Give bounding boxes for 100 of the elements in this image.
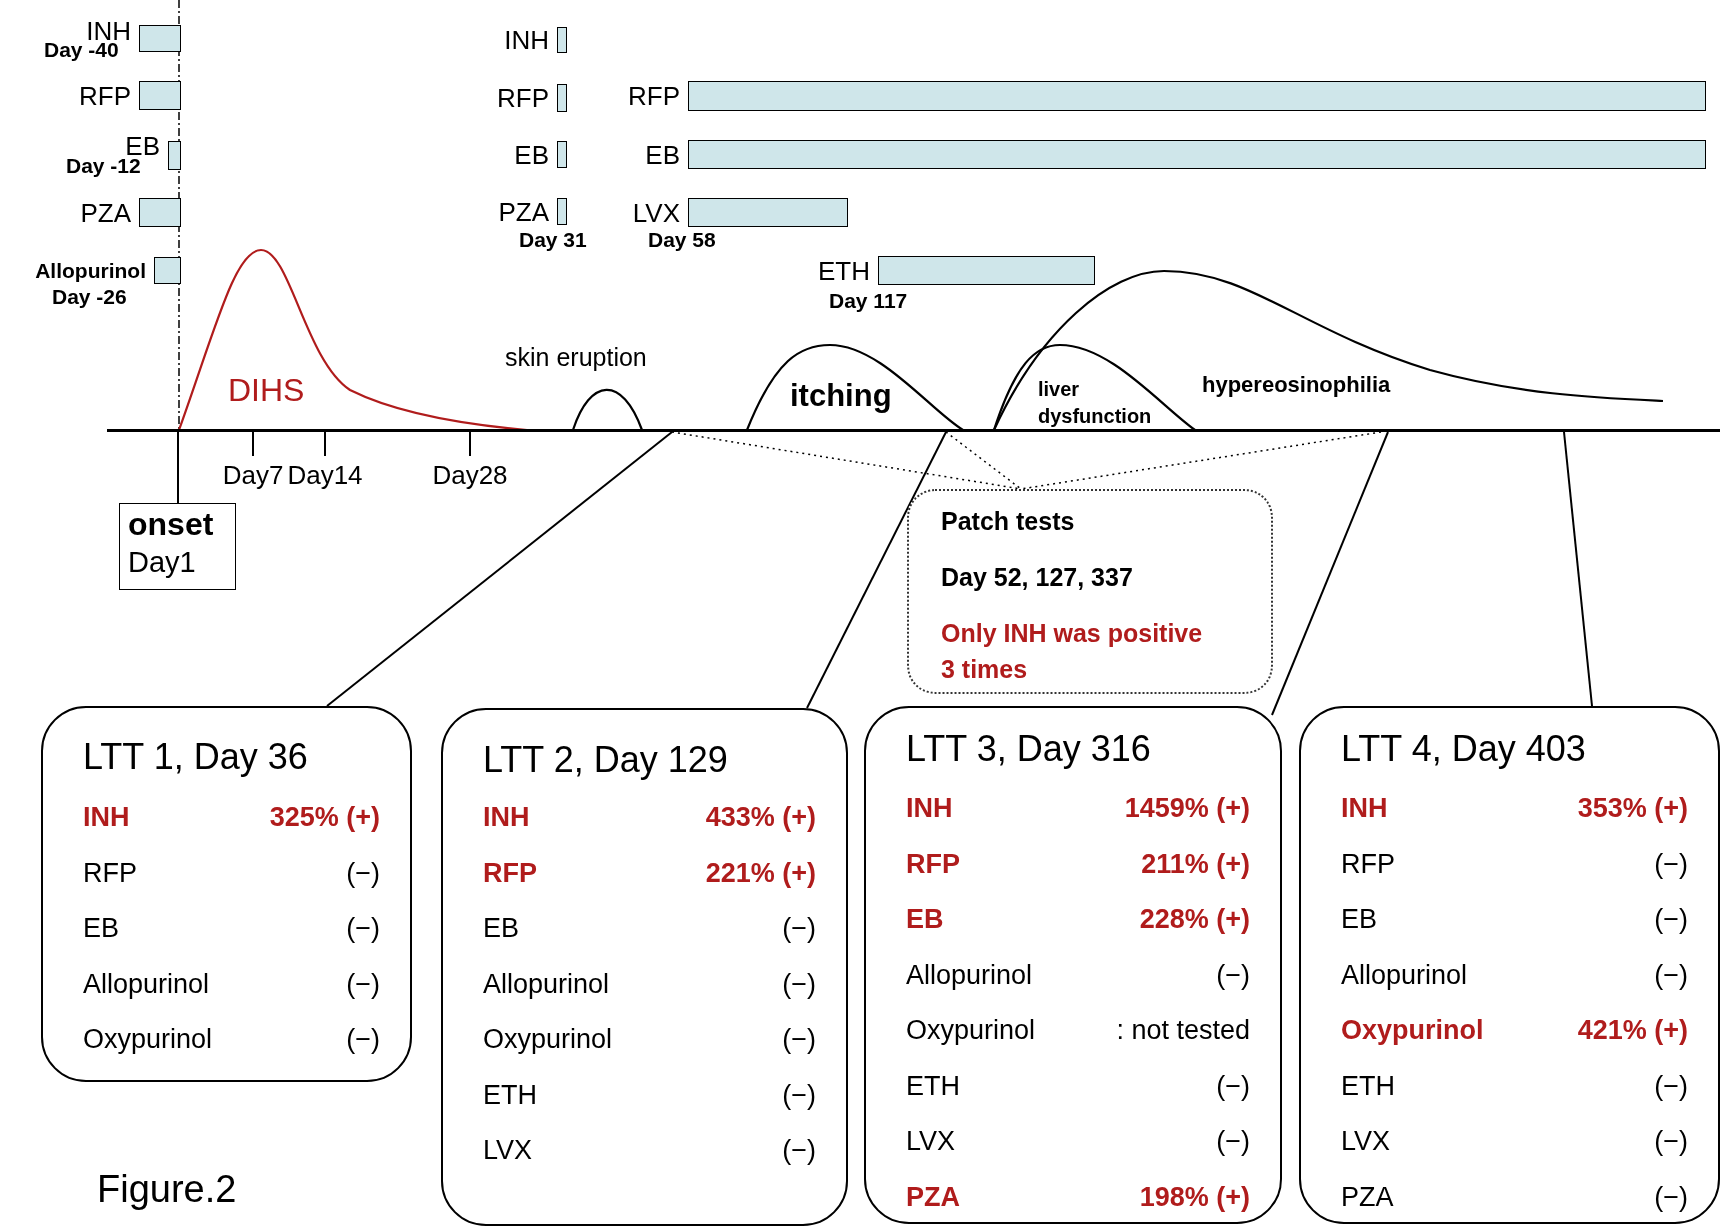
onset-box <box>119 503 236 590</box>
result-value: 421% (+) <box>1577 1014 1688 1047</box>
drug-name: Oxypurinol <box>83 1023 213 1056</box>
day-label: Day1 <box>128 546 196 579</box>
drug-name: EB <box>906 903 944 936</box>
drug-label: RFP <box>628 83 680 109</box>
ltt-result-box <box>864 706 1282 1224</box>
drug-label: EB <box>645 141 680 168</box>
drug-name: LVX <box>483 1134 533 1167</box>
drug-label: INH <box>86 17 131 44</box>
ltt-result-box <box>441 708 848 1226</box>
drug-label: PZA <box>498 198 549 225</box>
timeline-axis <box>107 429 1720 432</box>
drug-name: PZA <box>1341 1180 1394 1214</box>
tick-label: Day28 <box>432 460 508 490</box>
drug-name: PZA <box>906 1180 960 1214</box>
symptom-label: liver dysfunction <box>1038 377 1153 429</box>
result-value: (−) <box>1654 1125 1688 1158</box>
drug-name: INH <box>906 792 953 825</box>
figure-caption: Figure.2 <box>97 1168 237 1211</box>
drug-name: Oxypurinol <box>906 1014 1036 1047</box>
symptom-label: itching <box>790 378 892 413</box>
onset-label: onset <box>128 506 214 543</box>
result-value: 433% (+) <box>705 801 816 834</box>
drug-name: Allopurinol <box>906 958 1033 992</box>
drug-name: Oxypurinol <box>1341 1014 1484 1047</box>
connector-line <box>806 431 947 709</box>
result-value: (−) <box>782 1023 816 1056</box>
drug-label: RFP <box>79 82 131 109</box>
result-value: 325% (+) <box>269 801 380 834</box>
result-value: (−) <box>346 856 380 890</box>
result-value: (−) <box>1654 847 1688 881</box>
result-value: (−) <box>1654 1069 1688 1103</box>
drug-name: ETH <box>1341 1069 1395 1103</box>
drug-name: Oxypurinol <box>483 1023 613 1056</box>
tick-label: Day7 <box>222 460 284 490</box>
symptom-label: hypereosinophilia <box>1202 372 1391 398</box>
symptom-label: DIHS <box>228 372 305 408</box>
drug-name: INH <box>1341 792 1388 825</box>
drug-name: RFP <box>1341 847 1395 881</box>
patch-test-days: Day 52, 127, 337 <box>941 559 1133 595</box>
drug-name: Allopurinol <box>83 967 210 1001</box>
day-label: Day 58 <box>648 228 716 252</box>
day-label: Day -26 <box>52 285 127 309</box>
ltt-heading: LTT 1, Day 36 <box>83 735 308 779</box>
drug-name: ETH <box>483 1078 537 1112</box>
ltt-heading: LTT 4, Day 403 <box>1341 727 1586 771</box>
drug-label: INH <box>504 27 549 53</box>
connector-line <box>1563 431 1593 707</box>
ltt-result-box <box>41 706 412 1082</box>
drug-name: Allopurinol <box>1341 958 1468 992</box>
result-value: 211% (+) <box>1141 847 1250 881</box>
connector-line <box>177 431 179 504</box>
result-value: (−) <box>1654 1180 1688 1214</box>
result-value: (−) <box>346 967 380 1001</box>
result-value: 221% (+) <box>705 856 816 890</box>
result-value: (−) <box>782 1134 816 1167</box>
ltt-heading: LTT 2, Day 129 <box>483 738 728 782</box>
drug-label: ETH <box>818 257 870 284</box>
ltt-heading: LTT 3, Day 316 <box>906 727 1151 771</box>
drug-name: INH <box>483 801 530 834</box>
dotted-line <box>945 431 1022 490</box>
day-label: Day 117 <box>829 289 908 313</box>
symptom-label: skin eruption <box>505 343 647 372</box>
drug-label: PZA <box>80 199 131 226</box>
drug-name: LVX <box>1341 1125 1391 1158</box>
drug-name: EB <box>483 912 520 945</box>
result-value: (−) <box>346 1023 380 1056</box>
drug-name: RFP <box>483 856 537 890</box>
dotted-line <box>1020 431 1382 490</box>
result-value: 353% (+) <box>1577 792 1688 825</box>
drug-label: RFP <box>497 85 549 111</box>
patch-test-box <box>907 489 1273 694</box>
result-value: (−) <box>782 1078 816 1112</box>
result-value: (−) <box>782 967 816 1001</box>
connector-line <box>1271 431 1389 716</box>
connector-line <box>326 431 673 707</box>
result-value: (−) <box>1216 1125 1250 1158</box>
tick-label: Day14 <box>287 460 363 490</box>
drug-name: Allopurinol <box>483 967 610 1001</box>
drug-name: EB <box>1341 903 1378 936</box>
result-value: 228% (+) <box>1139 903 1250 936</box>
drug-label: Allopurinol <box>35 260 146 281</box>
drug-name: LVX <box>906 1125 956 1158</box>
drug-name: INH <box>83 801 130 834</box>
result-value: (−) <box>782 912 816 945</box>
result-value: 198% (+) <box>1139 1180 1250 1214</box>
patch-test-result: Only INH was positive 3 times <box>941 618 1204 685</box>
patch-test-heading: Patch tests <box>941 506 1075 537</box>
result-value: (−) <box>1216 958 1250 992</box>
drug-name: ETH <box>906 1069 960 1103</box>
drug-label: LVX <box>632 199 680 226</box>
result-value: (−) <box>346 912 380 945</box>
result-value: : not tested <box>1116 1014 1250 1047</box>
result-value: (−) <box>1216 1069 1250 1103</box>
drug-name: RFP <box>83 856 137 890</box>
day-label: Day 31 <box>519 228 587 252</box>
result-value: 1459% (+) <box>1124 792 1250 825</box>
drug-name: EB <box>83 912 120 945</box>
ltt-result-box <box>1299 706 1720 1224</box>
